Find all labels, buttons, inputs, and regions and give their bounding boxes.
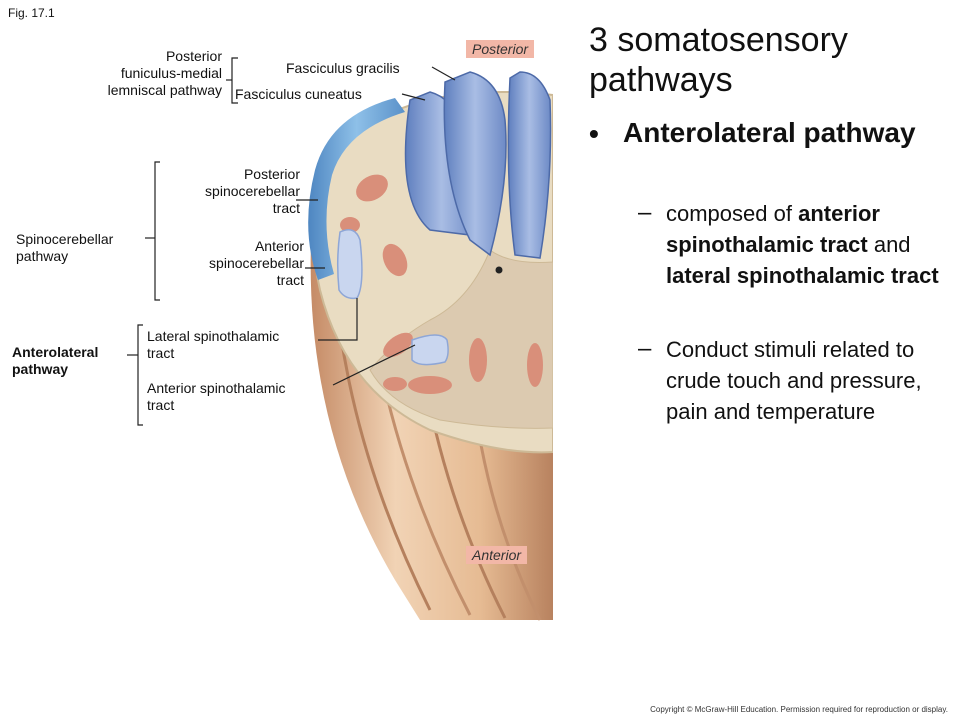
slide-title: 3 somatosensory pathways	[589, 21, 848, 99]
anterior-spinothalamic-shape	[411, 334, 449, 366]
bullet-anterolateral: Anterolateral pathway	[623, 117, 916, 148]
label-fasciculus-cuneatus: Fasciculus cuneatus	[235, 86, 362, 102]
label-anterior-spinocerebellar: Anterior spinocerebellar tract	[209, 238, 304, 288]
label-spinocerebellar-pathway: Spinocerebellar pathway	[16, 231, 114, 264]
leader-lines	[127, 57, 456, 426]
spinocerebellar-rim	[308, 98, 405, 280]
posterior-tag: Posterior	[466, 40, 535, 58]
label-posterior-spinocerebellar: Posterior spinocerebellar tract	[205, 166, 300, 216]
label-lateral-spinothalamic: Lateral spinothalamic tract	[147, 328, 280, 361]
lateral-spinothalamic-shape	[336, 229, 363, 300]
label-anterolateral-pathway: Anterolateral pathway	[12, 344, 99, 377]
anterior-tag: Anterior	[466, 546, 528, 564]
dash-2: –	[638, 335, 652, 362]
label-fasciculus-gracilis: Fasciculus gracilis	[286, 60, 400, 76]
grey-matter-nuclei	[340, 174, 543, 394]
dash-1: –	[638, 199, 652, 226]
fasciculus-gracilis-shape	[443, 71, 507, 257]
label-anterior-spinothalamic: Anterior spinothalamic tract	[147, 380, 286, 413]
bullet-dot: •	[589, 118, 599, 149]
figure-number: Fig. 17.1	[8, 6, 55, 20]
label-posterior-funiculus-pathway: Posterior funiculus-medial lemniscal pat…	[107, 48, 222, 98]
sub-item-stimuli: Conduct stimuli related to crude touch a…	[666, 337, 922, 424]
sub-item-composition: composed of anterior spinothalamic tract…	[666, 201, 939, 288]
copyright-notice: Copyright © McGraw-Hill Education. Permi…	[650, 705, 948, 714]
